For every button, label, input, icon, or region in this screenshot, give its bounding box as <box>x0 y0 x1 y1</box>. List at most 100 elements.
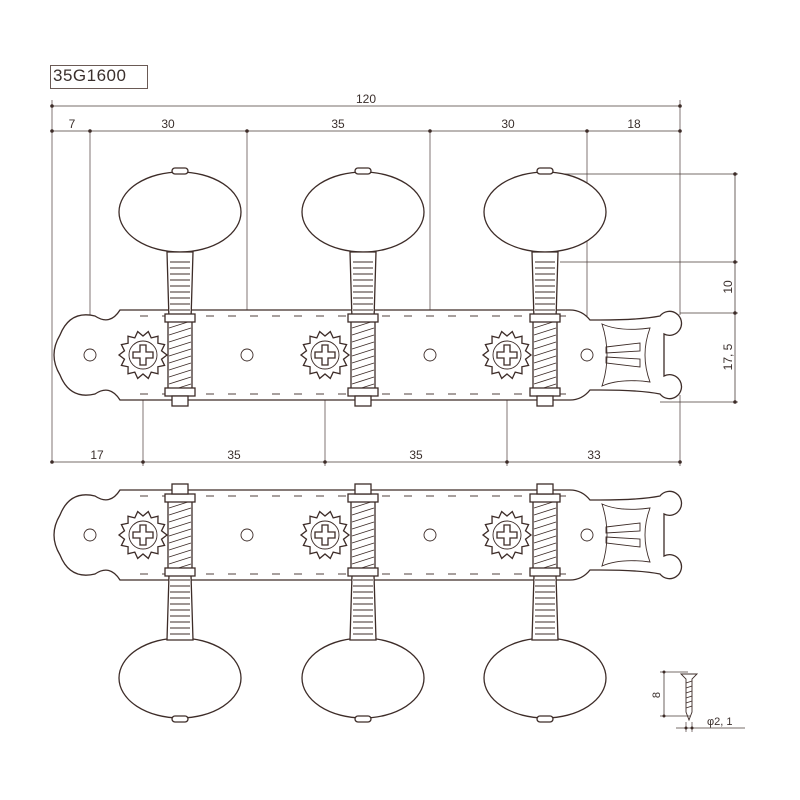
tuner-knob-icon <box>483 171 607 253</box>
worm-thread <box>533 348 557 357</box>
cross-screw-icon <box>132 344 154 366</box>
knob-cap <box>536 715 554 723</box>
bushing <box>347 387 379 397</box>
mount-hole-icon <box>83 348 97 362</box>
knob-cap <box>354 167 372 175</box>
worm-thread <box>351 348 375 357</box>
mount-hole-icon <box>580 528 594 542</box>
bottom-dimension-lines <box>50 395 682 466</box>
lyre-cutout <box>601 503 651 567</box>
worm-thread <box>533 376 557 385</box>
cross-screw-icon <box>314 524 336 546</box>
worm-thread <box>168 355 192 364</box>
end-cap <box>171 483 189 495</box>
worm-thread <box>168 514 192 523</box>
tuner-bottom-view <box>53 483 683 723</box>
worm-thread <box>533 334 557 343</box>
tuner-top-view <box>53 167 683 407</box>
worm-thread <box>168 549 192 558</box>
knob-cap <box>354 715 372 723</box>
gear-hub <box>310 520 340 550</box>
worm-thread <box>351 376 375 385</box>
cross-screw-icon <box>496 524 518 546</box>
worm-thread <box>533 528 557 537</box>
worm-thread <box>351 549 375 558</box>
tuner-knob-icon <box>118 171 242 253</box>
top-dimension-lines <box>50 100 682 462</box>
knob-stem <box>349 574 377 641</box>
end-cap <box>354 395 372 407</box>
tuner-knob-icon <box>301 637 425 719</box>
bushing <box>164 493 196 503</box>
model-number-box <box>50 65 148 89</box>
worm-thread <box>351 521 375 530</box>
cross-screw-icon <box>496 344 518 366</box>
end-cap <box>536 483 554 495</box>
worm-thread <box>533 362 557 371</box>
bushing <box>529 567 561 577</box>
worm-thread <box>351 514 375 523</box>
dim-overall-width: 120 <box>356 92 376 106</box>
end-cap <box>354 483 372 495</box>
bushing <box>347 493 379 503</box>
mount-hole-icon <box>423 348 437 362</box>
worm-thread <box>351 341 375 350</box>
side-dimension-lines <box>545 172 738 404</box>
screw-length-label: 8 <box>651 692 663 698</box>
dim-bottom-seg-1: 17 <box>90 448 104 462</box>
dim-top-seg-1: 7 <box>69 117 76 131</box>
worm-thread <box>533 542 557 551</box>
worm-thread <box>168 528 192 537</box>
worm-thread <box>533 369 557 378</box>
gear-hub <box>310 340 340 370</box>
tuner-knob-icon <box>483 637 607 719</box>
worm-thread <box>533 549 557 558</box>
dim-top-seg-4: 30 <box>501 117 515 131</box>
screw-icon <box>679 673 699 722</box>
gear-hub <box>128 340 158 370</box>
worm-thread <box>533 535 557 544</box>
worm-thread <box>533 514 557 523</box>
worm-thread <box>168 507 192 516</box>
lyre-cutout <box>601 323 651 387</box>
gear-hub <box>128 520 158 550</box>
screw-detail <box>660 670 745 732</box>
bushing <box>164 567 196 577</box>
knob-cap <box>536 167 554 175</box>
knob-cap <box>171 715 189 723</box>
knob-cap <box>171 167 189 175</box>
end-cap <box>536 395 554 407</box>
end-cap <box>171 395 189 407</box>
dim-side-knob: 10 <box>721 280 735 294</box>
gear-hub <box>492 340 522 370</box>
worm-thread <box>351 362 375 371</box>
worm-thread <box>168 369 192 378</box>
knob-stem <box>166 574 194 641</box>
worm-thread <box>168 556 192 565</box>
dim-side-plate: 17, 5 <box>721 343 735 370</box>
bushing <box>529 493 561 503</box>
cross-screw-icon <box>132 524 154 546</box>
mount-hole-icon <box>240 348 254 362</box>
mount-hole-icon <box>240 528 254 542</box>
bushing <box>347 567 379 577</box>
tuner-knob-icon <box>118 637 242 719</box>
worm-thread <box>168 327 192 336</box>
bushing <box>529 387 561 397</box>
tuner-knob-icon <box>301 171 425 253</box>
worm-thread <box>168 362 192 371</box>
worm-thread <box>533 507 557 516</box>
worm-thread <box>351 334 375 343</box>
dim-top-seg-3: 35 <box>331 117 345 131</box>
worm-thread <box>351 556 375 565</box>
worm-thread <box>168 521 192 530</box>
worm-thread <box>533 341 557 350</box>
worm-thread <box>351 535 375 544</box>
worm-thread <box>533 521 557 530</box>
cross-screw-icon <box>314 344 336 366</box>
gear-hub <box>492 520 522 550</box>
worm-thread <box>351 327 375 336</box>
dim-bottom-seg-4: 33 <box>587 448 601 462</box>
mount-hole-icon <box>580 348 594 362</box>
